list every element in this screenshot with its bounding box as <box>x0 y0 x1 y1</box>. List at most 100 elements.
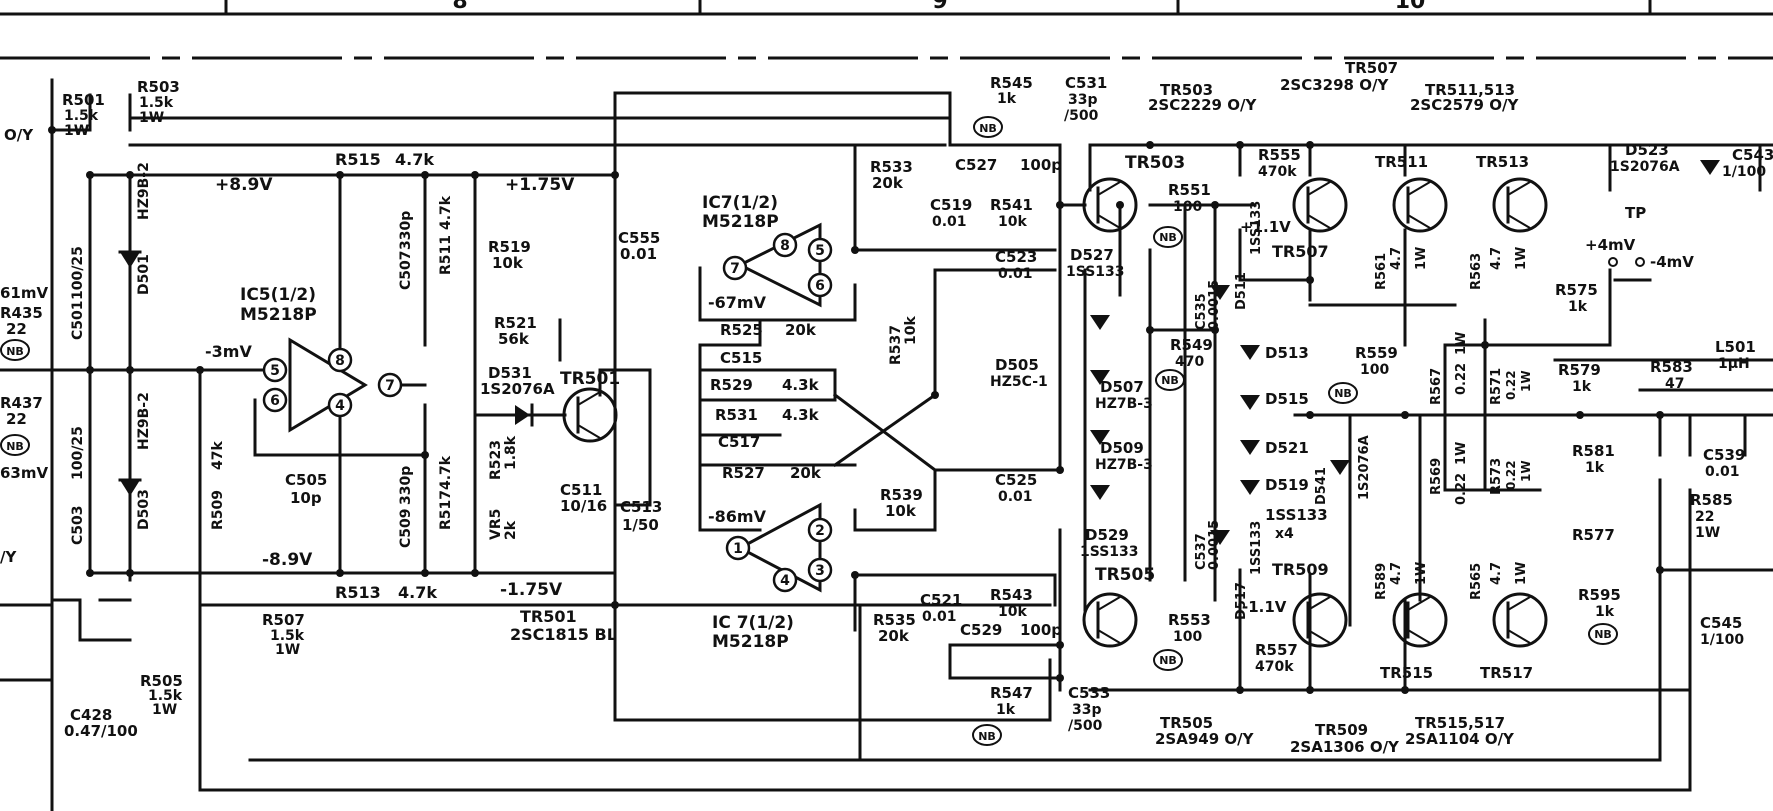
r503-value: 1.5k <box>139 95 174 111</box>
tr511-label: TR511 <box>1375 153 1428 171</box>
r519-label: R519 <box>488 238 531 256</box>
r511-value: 4.7k <box>438 195 454 230</box>
r501-watt: 1W <box>64 123 89 139</box>
d509-value: HZ7B-3 <box>1095 457 1153 473</box>
r559-value: 100 <box>1360 362 1389 378</box>
ic7a-pin5: 5 <box>815 243 825 259</box>
r537-ref: R537 <box>888 325 904 365</box>
tr515-part: 2SA1104 O/Y <box>1405 730 1515 748</box>
ic7a-pin8: 8 <box>780 238 790 254</box>
r553-value: 100 <box>1173 629 1202 645</box>
c505-value: 10p <box>290 489 322 507</box>
ic7a-ref: IC7(1/2) <box>702 193 778 213</box>
r557-value: 470k <box>1255 659 1294 675</box>
tr515-label: TR515 <box>1380 664 1433 682</box>
ic5-ref: IC5(1/2) <box>240 285 316 305</box>
tr503-symbol <box>1082 177 1138 233</box>
r529-value: 4.3k <box>782 376 820 394</box>
label-m3mv: -3mV <box>205 342 252 361</box>
d527-label: D527 <box>1070 246 1114 264</box>
r579-label: R579 <box>1558 361 1601 379</box>
ic7b-pin3: 3 <box>815 563 825 579</box>
r567-watt: 1W <box>1454 332 1469 355</box>
r547-label: R547 <box>990 684 1033 702</box>
d529-label: D529 <box>1085 526 1129 544</box>
c517-label: C517 <box>718 433 760 451</box>
r555-label: R555 <box>1258 146 1301 164</box>
c513-value: 1/50 <box>622 516 659 534</box>
ic7b-pin1: 1 <box>733 541 743 557</box>
transistors <box>562 177 1548 648</box>
c503-ref: C503 <box>70 506 86 546</box>
c519-value: 0.01 <box>932 214 967 230</box>
r521-value: 56k <box>498 330 530 348</box>
d511-value: 1SS133 <box>1249 201 1264 255</box>
ic5-pin4: 4 <box>335 398 345 414</box>
tr511-symbol <box>1392 177 1448 233</box>
r551-value: 100 <box>1173 199 1202 215</box>
r513-label: R513 <box>335 583 381 602</box>
d509-label: D509 <box>1100 439 1144 457</box>
l501-label: L501 <box>1715 338 1756 356</box>
ic7b-ref: IC 7(1/2) <box>712 613 794 633</box>
r533-value: 20k <box>872 174 904 192</box>
label-p4mv: +4mV <box>1585 236 1636 254</box>
r583-label: R583 <box>1650 358 1693 376</box>
r549-value: 470 <box>1175 354 1204 370</box>
c428-label: C428 <box>70 706 112 724</box>
r523-ref: R523 <box>488 440 504 480</box>
r595-value: 1k <box>1595 604 1615 620</box>
r525-value: 20k <box>785 321 817 339</box>
r549-label: R549 <box>1170 336 1213 354</box>
tr501-part: 2SC1815 BL <box>510 625 617 644</box>
tr511-ref: TR511,513 <box>1425 81 1515 99</box>
d515-label: D515 <box>1265 390 1309 408</box>
c537-value: 0.0015 <box>1207 520 1222 570</box>
c523-value: 0.01 <box>998 266 1033 282</box>
c543-value: 1/100 <box>1722 164 1766 180</box>
c525-label: C525 <box>995 471 1037 489</box>
label-61mv: 61mV <box>0 284 49 302</box>
ic7a-part: M5218P <box>702 212 779 232</box>
d51x-value: 1SS133 <box>1265 506 1328 524</box>
r581-value: 1k <box>1585 460 1605 476</box>
r539-label: R539 <box>880 486 923 504</box>
r501-label: R501 <box>62 91 105 109</box>
c539-value: 0.01 <box>1705 464 1740 480</box>
r569-watt: 1W <box>1454 442 1469 465</box>
r505-watt: 1W <box>152 702 177 718</box>
r503-label: R503 <box>137 78 180 96</box>
c545-label: C545 <box>1700 614 1742 632</box>
c531-label: C531 <box>1065 74 1107 92</box>
r553-label: R553 <box>1168 611 1211 629</box>
d517-value: 1SS133 <box>1249 521 1264 575</box>
ic5-part: M5218P <box>240 305 317 325</box>
ic5-pin8: 8 <box>335 353 345 369</box>
r571-ref: R571 <box>1489 368 1504 405</box>
c509-ref: C509 <box>398 509 414 549</box>
r571-watt: 1W <box>1519 370 1533 392</box>
labels: O/Y 61mV R435 22 NB R437 22 NB 63mV /Y R… <box>0 59 1773 756</box>
r583-value: 47 <box>1665 376 1684 392</box>
c513-label: C513 <box>620 498 662 516</box>
c501-ref: C501 <box>70 301 86 341</box>
label-n4mv: -4mV <box>1650 253 1694 271</box>
tr509-symbol <box>1292 592 1348 648</box>
r565-ref: R565 <box>1469 563 1484 600</box>
r589-value: 4.7 <box>1389 562 1404 585</box>
r515-label: R515 <box>335 150 381 169</box>
r585-watt: 1W <box>1695 525 1720 541</box>
vr5-value: 2k <box>503 520 519 540</box>
tr501-label: TR501 <box>560 369 620 389</box>
r519-value: 10k <box>492 254 524 272</box>
d501-value: HZ9B-2 <box>136 162 152 220</box>
r557-label: R557 <box>1255 641 1298 659</box>
d527-value: 1SS133 <box>1066 264 1125 280</box>
c545-value: 1/100 <box>1700 632 1744 648</box>
tp-minus <box>1635 257 1645 267</box>
d541-label: D541 <box>1314 467 1329 505</box>
label-plus175: +1.75V <box>505 175 575 195</box>
c525-value: 0.01 <box>998 489 1033 505</box>
r503-watt: 1W <box>139 110 164 126</box>
c535-label: C535 <box>1194 293 1209 330</box>
